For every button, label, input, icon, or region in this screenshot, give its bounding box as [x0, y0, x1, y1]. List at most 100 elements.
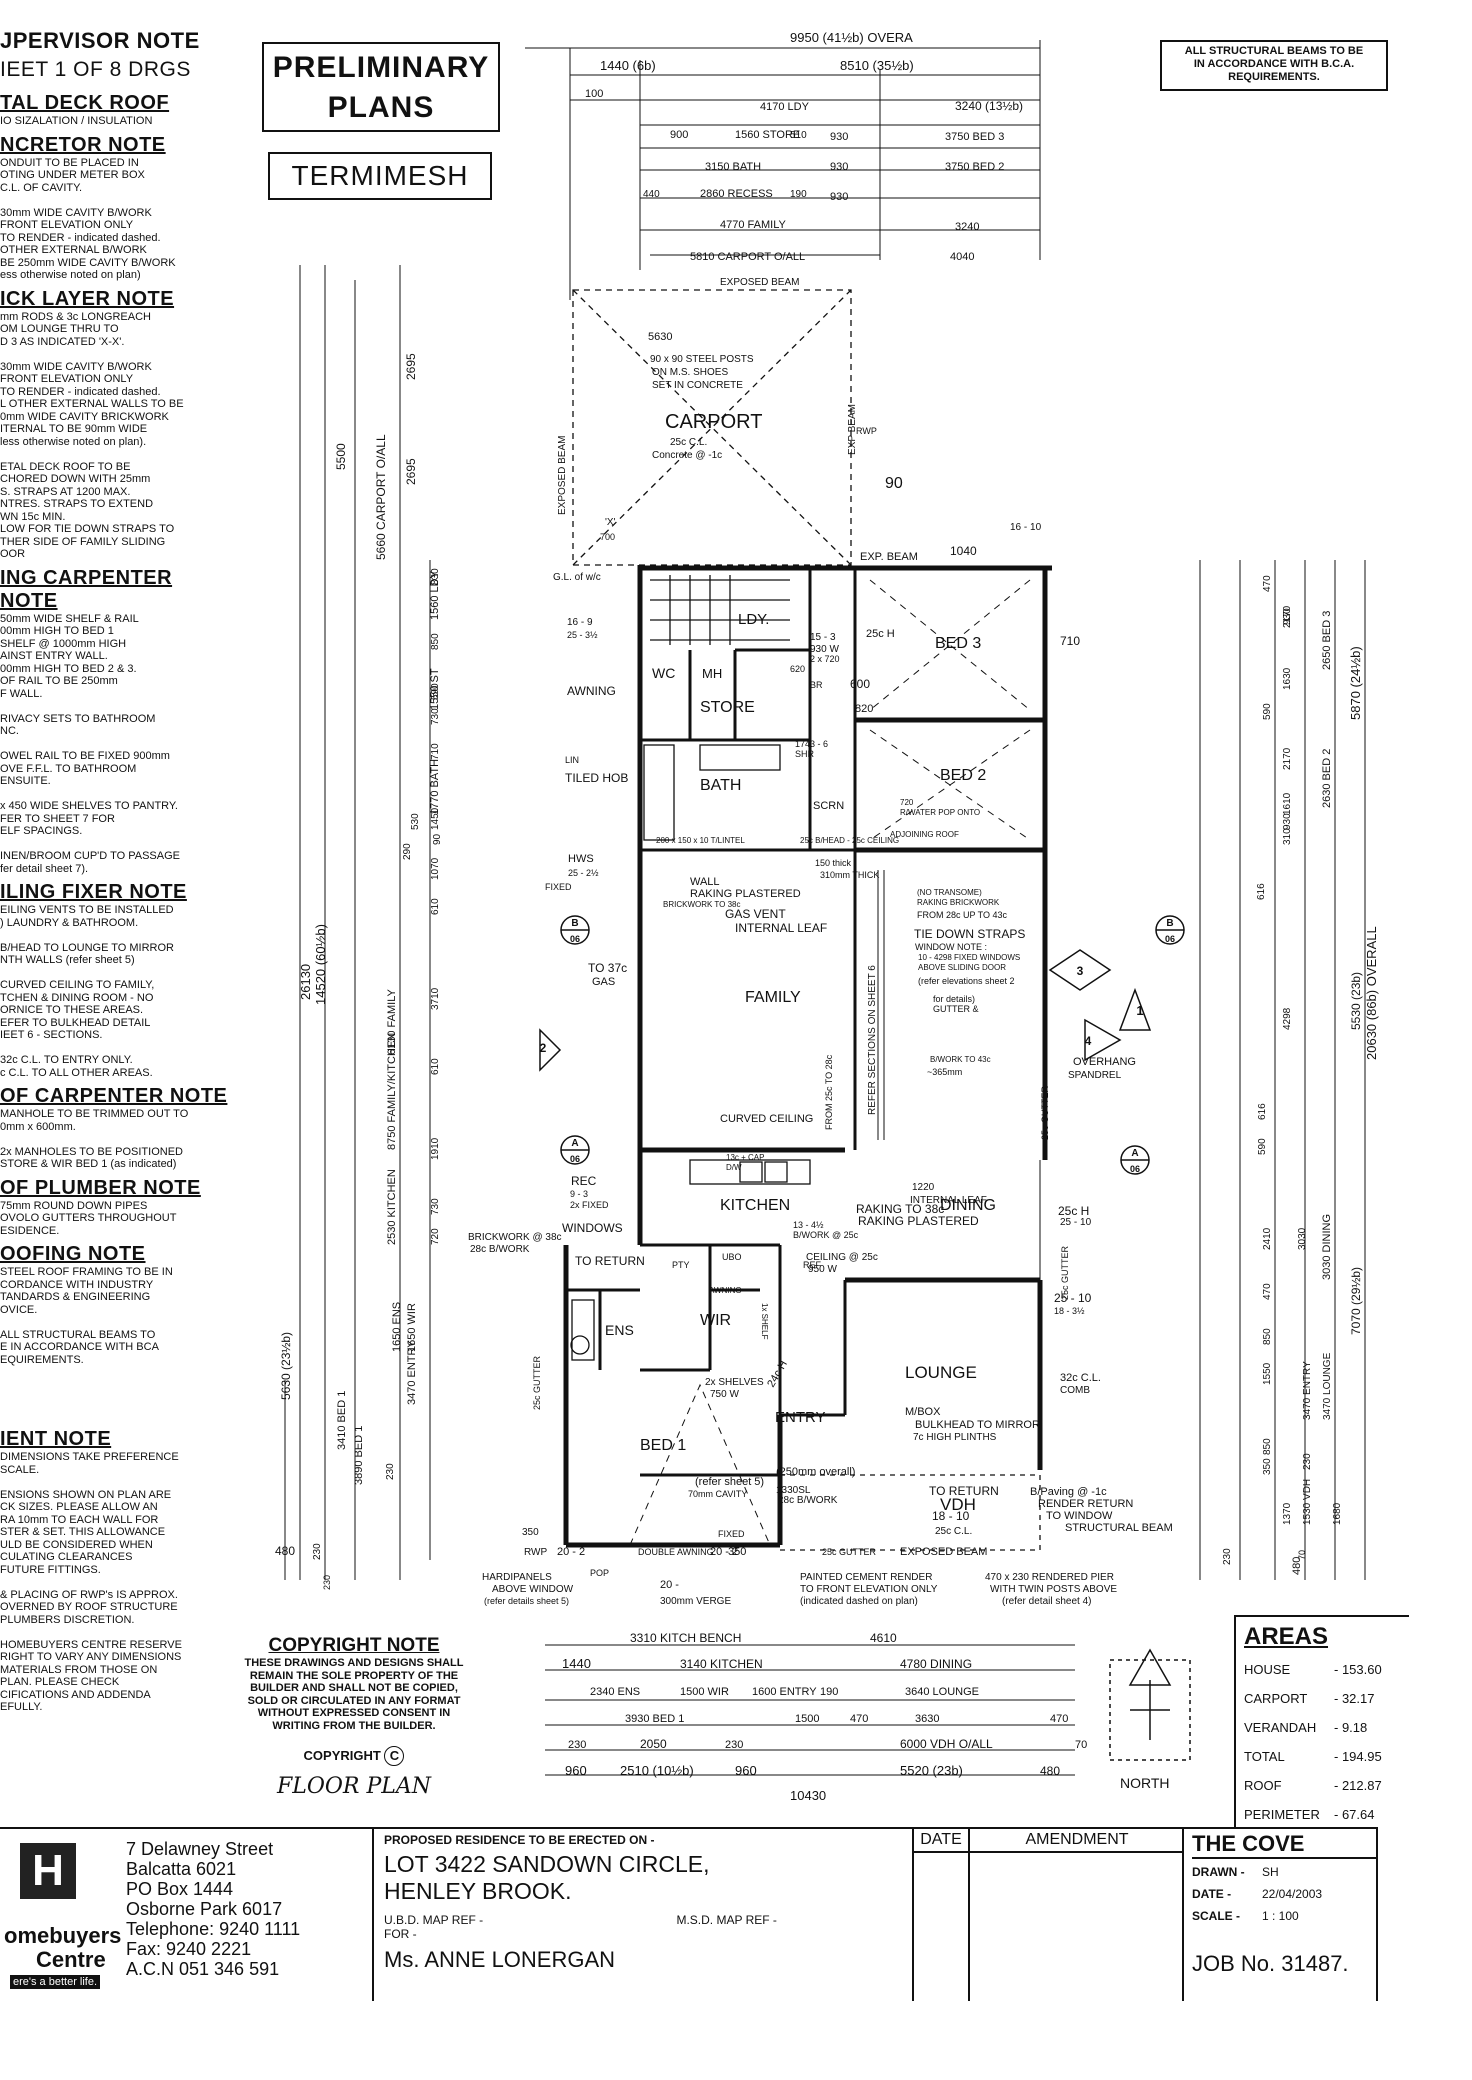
project-for: FOR - — [384, 1927, 417, 1941]
text-line: SOLD OR CIRCULATED IN ANY FORMAT — [247, 1694, 461, 1707]
plan-note: 25c B/HEAD - 25c CEILING — [800, 836, 899, 845]
text-line: OVE F.F.L. TO BATHROOM — [0, 762, 137, 775]
plan-note: Concrete @ -1c — [652, 450, 722, 461]
text-line: ESIDENCE. — [0, 1224, 60, 1237]
text-line: MANHOLE TO BE TRIMMED OUT TO — [0, 1108, 189, 1120]
left-dimension: 710 — [430, 743, 441, 760]
room-label: ENS — [605, 1322, 634, 1338]
plan-note: GUTTER & — [933, 1004, 979, 1014]
bottom-dimension: 3140 KITCHEN — [680, 1657, 763, 1671]
notes-column: JPERVISOR NOTE IEET 1 OF 8 DRGS TAL DECK… — [0, 28, 232, 1714]
room-label: REF — [803, 1260, 822, 1270]
text-line — [0, 1626, 232, 1639]
plan-note: 24c H — [765, 1359, 790, 1390]
text-line: S. STRAPS AT 1200 MAX. — [0, 485, 131, 498]
text-line: c C.L. TO ALL OTHER AREAS. — [0, 1066, 153, 1079]
plan-note: (indicated dashed on plan) — [800, 1596, 918, 1607]
plan-note: 720 — [900, 798, 914, 807]
plan-note: 25c GUTTER — [532, 1355, 542, 1410]
text-line: OVERNED BY ROOF STRUCTURE — [0, 1601, 178, 1613]
left-dimension: 2695 — [404, 458, 418, 485]
text-line: less otherwise noted on plan). — [0, 435, 147, 448]
plan-note: 20 - — [660, 1579, 679, 1591]
text-line: DIMENSIONS TAKE PREFERENCE — [0, 1451, 179, 1463]
text-line: ELF SPACINGS. — [0, 825, 83, 837]
text-line: CORDANCE WITH INDUSTRY — [0, 1278, 154, 1291]
client-note-title: IENT NOTE — [0, 1428, 112, 1450]
section-marker: 2 — [540, 1041, 547, 1055]
area-value: - 153.60 — [1334, 1662, 1382, 1677]
project-block: PROPOSED RESIDENCE TO BE ERECTED ON - LO… — [372, 1829, 924, 2001]
section-marker: 06 — [570, 1154, 580, 1164]
text-line: REMAIN THE SOLE PROPERTY OF THE — [249, 1669, 459, 1682]
text-line: STER & SET. THIS ALLOWANCE — [0, 1526, 166, 1538]
text-line — [0, 194, 232, 207]
right-dimension: 3030 DINING — [1321, 1214, 1333, 1280]
left-dimension: 1650 WIR — [406, 1303, 418, 1352]
text-line: 2x MANHOLES TO BE POSITIONED — [0, 1145, 183, 1158]
text-line: TCHEN & DINING ROOM - NO — [0, 991, 154, 1004]
bottom-dimension: 4610 — [870, 1631, 897, 1645]
plan-note: BULKHEAD TO MIRROR — [915, 1419, 1040, 1431]
bottom-dimension: 1440 — [562, 1656, 591, 1671]
plan-note: SHR — [795, 749, 815, 759]
plan-note: D/W — [726, 1163, 742, 1172]
project-suburb: HENLEY BROOK. — [384, 1878, 572, 1904]
plan-note: 2 x 720 — [810, 654, 840, 664]
right-dimension: 230 — [1302, 1453, 1313, 1470]
plan-note: 25c C.L. — [670, 437, 707, 448]
area-row: CARPORT- 32.17 — [1244, 1684, 1409, 1713]
bottom-dimension: 2050 — [640, 1737, 667, 1751]
plan-note: 620 — [790, 664, 805, 674]
plan-note: B/WORK TO 43c — [930, 1055, 991, 1064]
plan-note: WINDOWS — [562, 1221, 623, 1235]
plan-note: 25c GUTTER — [1060, 1245, 1070, 1300]
plan-note: EXPOSED BEAM — [900, 1546, 987, 1558]
right-dimension: 2170 — [1282, 605, 1293, 628]
plan-note: 20 - 2 — [557, 1546, 585, 1558]
plan-note: 13c + CAP — [726, 1153, 764, 1162]
text-line — [0, 929, 232, 942]
area-row: HOUSE- 153.60 — [1244, 1655, 1409, 1684]
text-line: EFER TO BULKHEAD DETAIL — [0, 1016, 151, 1029]
plan-note: 16 - 9 — [567, 617, 593, 628]
plan-note: RAKING PLASTERED — [858, 1214, 979, 1228]
bottom-dimension: 470 — [1050, 1713, 1068, 1725]
wall-north-beds — [1040, 565, 1052, 1160]
text-line: WRITING FROM THE BUILDER. — [272, 1719, 436, 1732]
text-line: Fax: 9240 2221 — [126, 1939, 252, 1959]
top-dimension: 2860 RECESS — [700, 188, 773, 200]
left-dimension: 730 — [430, 1198, 441, 1215]
area-label: ROOF — [1244, 1778, 1282, 1793]
text-line: FRONT ELEVATION ONLY — [0, 219, 134, 231]
right-dimension: 1610 — [1282, 792, 1293, 815]
top-dimension: 900 — [670, 129, 688, 141]
amendment-block: DATE AMENDMENT — [912, 1829, 1184, 2001]
text-line: MATERIALS FROM THOSE ON — [0, 1663, 158, 1676]
right-dimension: 3030 — [1297, 1227, 1308, 1250]
text-line — [0, 788, 232, 801]
text-line: Telephone: 9240 1111 — [126, 1919, 301, 1939]
area-value: - 212.87 — [1334, 1778, 1382, 1793]
right-dimension: 590 — [1262, 703, 1273, 720]
text-line: 00mm HIGH TO BED 2 & 3. — [0, 662, 137, 675]
plan-note: 1x SHELF — [760, 1303, 769, 1340]
bottom-dimension: 1500 — [795, 1713, 819, 1725]
plan-note: EXP BEAM — [847, 404, 858, 455]
right-dimension: 5530 (23b) — [1349, 972, 1363, 1030]
section-marker: A — [1131, 1148, 1138, 1159]
left-dimension: 3470 ENTRY — [406, 1340, 418, 1405]
left-dimension: 610 — [430, 1058, 441, 1075]
plan-note: 950 W — [808, 1264, 837, 1275]
plan-note: 1743 - 6 — [795, 739, 828, 749]
bottom-dimension: 3630 — [915, 1713, 939, 1725]
text-line: & PLACING OF RWP's IS APPROX. — [0, 1588, 178, 1601]
right-dimension: 1530 VDH — [1302, 1479, 1313, 1525]
text-line: PO Box 1444 — [126, 1879, 234, 1899]
copyright-mark-label: COPYRIGHT — [303, 1748, 381, 1763]
left-dimension: 830 — [430, 568, 441, 585]
plan-note: 70mm CAVITY — [688, 1489, 747, 1499]
text-line: IEET 6 - SECTIONS. — [0, 1029, 103, 1041]
plan-note: 820 — [855, 703, 873, 715]
